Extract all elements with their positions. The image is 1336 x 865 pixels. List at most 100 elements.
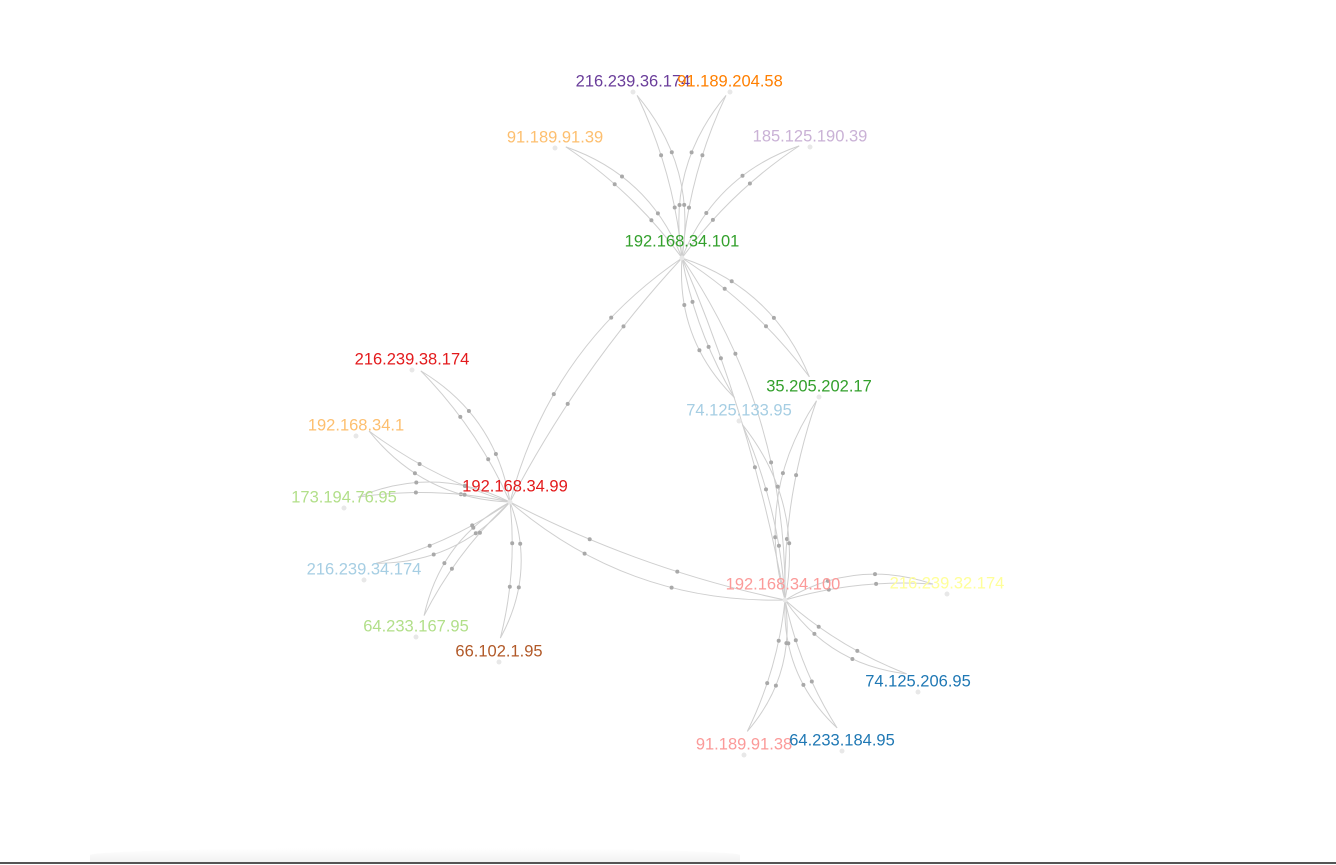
node-label[interactable]: 66.102.1.95 (455, 642, 542, 660)
edge-marker (825, 578, 830, 583)
edge-link (423, 501, 511, 616)
graph-node[interactable] (341, 505, 347, 511)
edge-marker (747, 181, 752, 186)
edge-marker (873, 572, 877, 577)
edge-link (774, 400, 817, 601)
edge-link (681, 145, 800, 259)
graph-node[interactable] (552, 145, 558, 151)
edge-marker (612, 182, 617, 187)
edge-marker (413, 490, 418, 495)
node-label[interactable]: 64.233.167.95 (363, 617, 469, 635)
edge-marker (780, 471, 785, 476)
edge-marker (793, 638, 798, 643)
node-label[interactable]: 192.168.34.1 (308, 416, 404, 434)
edge-marker (582, 551, 587, 556)
edge-marker (609, 315, 614, 320)
graph-node[interactable] (496, 659, 502, 665)
node-label[interactable]: 64.233.184.95 (789, 731, 895, 749)
edge-marker (507, 584, 512, 589)
edge-marker (682, 202, 687, 207)
edge-link (420, 370, 511, 503)
graph-node[interactable] (409, 367, 415, 373)
node-label[interactable]: 216.239.32.174 (890, 574, 1005, 592)
edge-link (681, 257, 810, 378)
node-label[interactable]: 74.125.206.95 (865, 672, 971, 690)
edge-marker (675, 569, 680, 574)
edge-marker (471, 525, 476, 530)
edge-link (565, 146, 683, 259)
edge-marker (462, 492, 467, 497)
node-label[interactable]: 91.189.204.58 (677, 72, 783, 90)
graph-node[interactable] (915, 689, 921, 695)
edge-link (784, 599, 838, 729)
edge-marker (855, 648, 860, 653)
node-label[interactable]: 35.205.202.17 (766, 377, 872, 395)
edge-marker (765, 681, 770, 686)
graph-node[interactable] (507, 499, 513, 505)
graph-node[interactable] (413, 634, 419, 640)
edge-marker (473, 531, 478, 536)
edge-link (742, 424, 790, 601)
edge-link (784, 400, 817, 601)
edge-marker (786, 641, 791, 646)
node-label[interactable]: 173.194.76.95 (291, 488, 397, 506)
edge-link (420, 370, 511, 503)
edge-marker (773, 683, 778, 688)
edge-link (678, 95, 727, 259)
edge-marker (706, 344, 711, 349)
graph-node[interactable] (839, 748, 845, 754)
edge-marker (427, 543, 432, 548)
edge-marker (462, 483, 467, 488)
graph-node[interactable] (361, 577, 367, 583)
edge-marker (710, 217, 715, 222)
node-label[interactable]: 216.239.36.174 (576, 72, 691, 90)
edge-marker (729, 279, 734, 284)
graph-node[interactable] (782, 597, 788, 603)
edge-marker (493, 452, 498, 456)
edge-link (368, 430, 511, 503)
edge-link (509, 257, 683, 503)
edge-marker (565, 401, 570, 406)
edge-marker (486, 457, 491, 462)
edge-marker (689, 150, 694, 155)
node-label[interactable]: 91.189.91.38 (696, 735, 792, 753)
edge-marker (551, 392, 556, 397)
node-label[interactable]: 216.239.34.174 (307, 560, 422, 578)
edge-link (357, 481, 511, 503)
node-label[interactable]: 192.168.34.100 (726, 575, 841, 593)
graph-node[interactable] (679, 255, 685, 261)
edge-marker (801, 682, 806, 687)
node-label[interactable]: 74.125.133.95 (686, 401, 792, 419)
edge-link (565, 146, 683, 259)
edge-marker (682, 303, 687, 307)
graph-node[interactable] (727, 89, 733, 95)
edge-marker (700, 153, 705, 158)
graph-node[interactable] (353, 433, 359, 439)
edge-marker (518, 541, 523, 546)
node-label[interactable]: 192.168.34.101 (625, 232, 740, 250)
edge-link (681, 145, 800, 259)
node-label[interactable]: 91.189.91.39 (507, 128, 603, 146)
graph-node[interactable] (816, 394, 822, 400)
node-label[interactable]: 192.168.34.99 (462, 477, 568, 495)
graph-node[interactable] (741, 752, 747, 758)
edge-marker (718, 356, 723, 361)
node-label[interactable]: 185.125.190.39 (753, 127, 868, 145)
edge-marker (649, 218, 654, 223)
graph-node[interactable] (630, 89, 636, 95)
edge-marker (672, 205, 677, 210)
edge-marker (764, 487, 768, 492)
edge-marker (690, 299, 695, 304)
edge-marker (442, 561, 447, 566)
edge-marker (620, 174, 624, 179)
graph-node[interactable] (736, 418, 742, 424)
node-label[interactable]: 216.239.38.174 (355, 350, 470, 368)
edge-marker (733, 351, 738, 356)
edge-marker (431, 552, 436, 557)
graph-node[interactable] (807, 144, 813, 150)
edge-marker (704, 211, 709, 215)
edge-marker (458, 414, 463, 419)
edge-marker (412, 471, 417, 476)
graph-node[interactable] (944, 591, 950, 597)
edge-link (680, 257, 735, 399)
